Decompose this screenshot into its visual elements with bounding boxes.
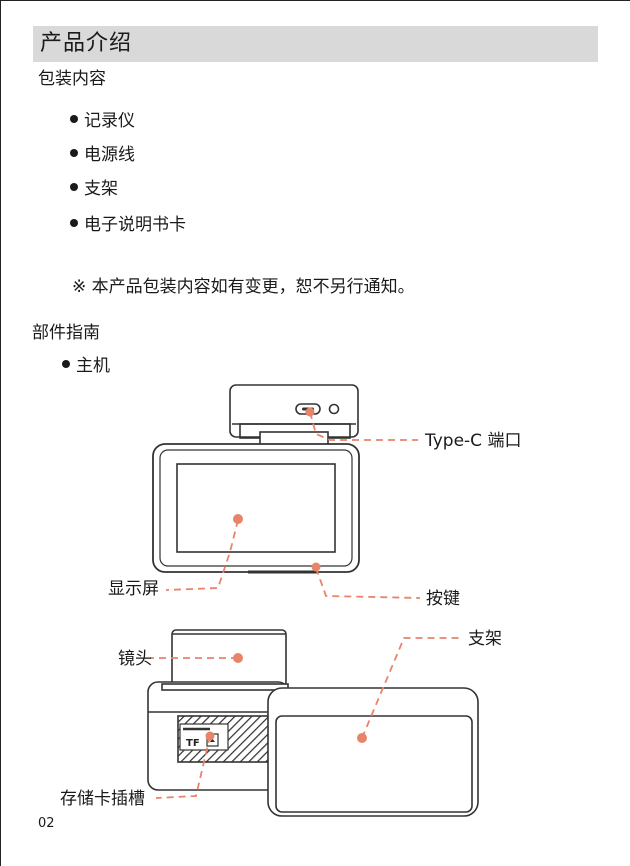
package-item-recorder: 记录仪 [70,110,135,132]
label-buttons: 按键 [426,589,460,609]
package-item-mount: 支架 [70,178,118,200]
camera-body-front [152,443,360,574]
bullet-icon [70,115,78,123]
package-item-label: 支架 [84,179,118,199]
label-lens: 镜头 [118,649,152,669]
bullet-icon [70,149,78,157]
camera-body-side [147,629,289,791]
package-item-label: 电源线 [84,145,135,165]
label-mount: 支架 [468,629,502,649]
package-note: ※ 本产品包装内容如有变更，恕不另行通知。 [72,277,415,297]
tf-card-slot [179,723,229,751]
label-card-slot: 存储卡插槽 [60,789,145,809]
package-item-label: 记录仪 [84,111,135,131]
mount-top-view [229,384,359,447]
tf-mark: TF [186,738,200,749]
package-item-manual-card: 电子说明书卡 [70,214,186,236]
main-unit-item: 主机 [62,355,110,377]
section-title-bar [33,26,598,62]
frame-top-line [0,0,630,1]
package-item-label: 电子说明书卡 [84,215,186,235]
label-screen: 显示屏 [108,579,159,599]
bullet-icon [70,219,78,227]
reset-hole-icon [328,403,340,415]
callout-dots [205,407,367,743]
label-type-c-port: Type-C 端口 [425,431,522,451]
mount-bracket-body [267,687,479,817]
frame-left-line [0,0,1,866]
callouts [150,411,462,799]
bullet-icon [62,360,70,368]
package-heading: 包装内容 [38,69,106,89]
section-title: 产品介绍 [40,31,133,56]
page-number: 02 [38,816,55,831]
main-unit-label: 主机 [76,356,110,376]
parts-heading: 部件指南 [32,323,100,343]
package-item-power-cable: 电源线 [70,144,135,166]
bullet-icon [70,183,78,191]
